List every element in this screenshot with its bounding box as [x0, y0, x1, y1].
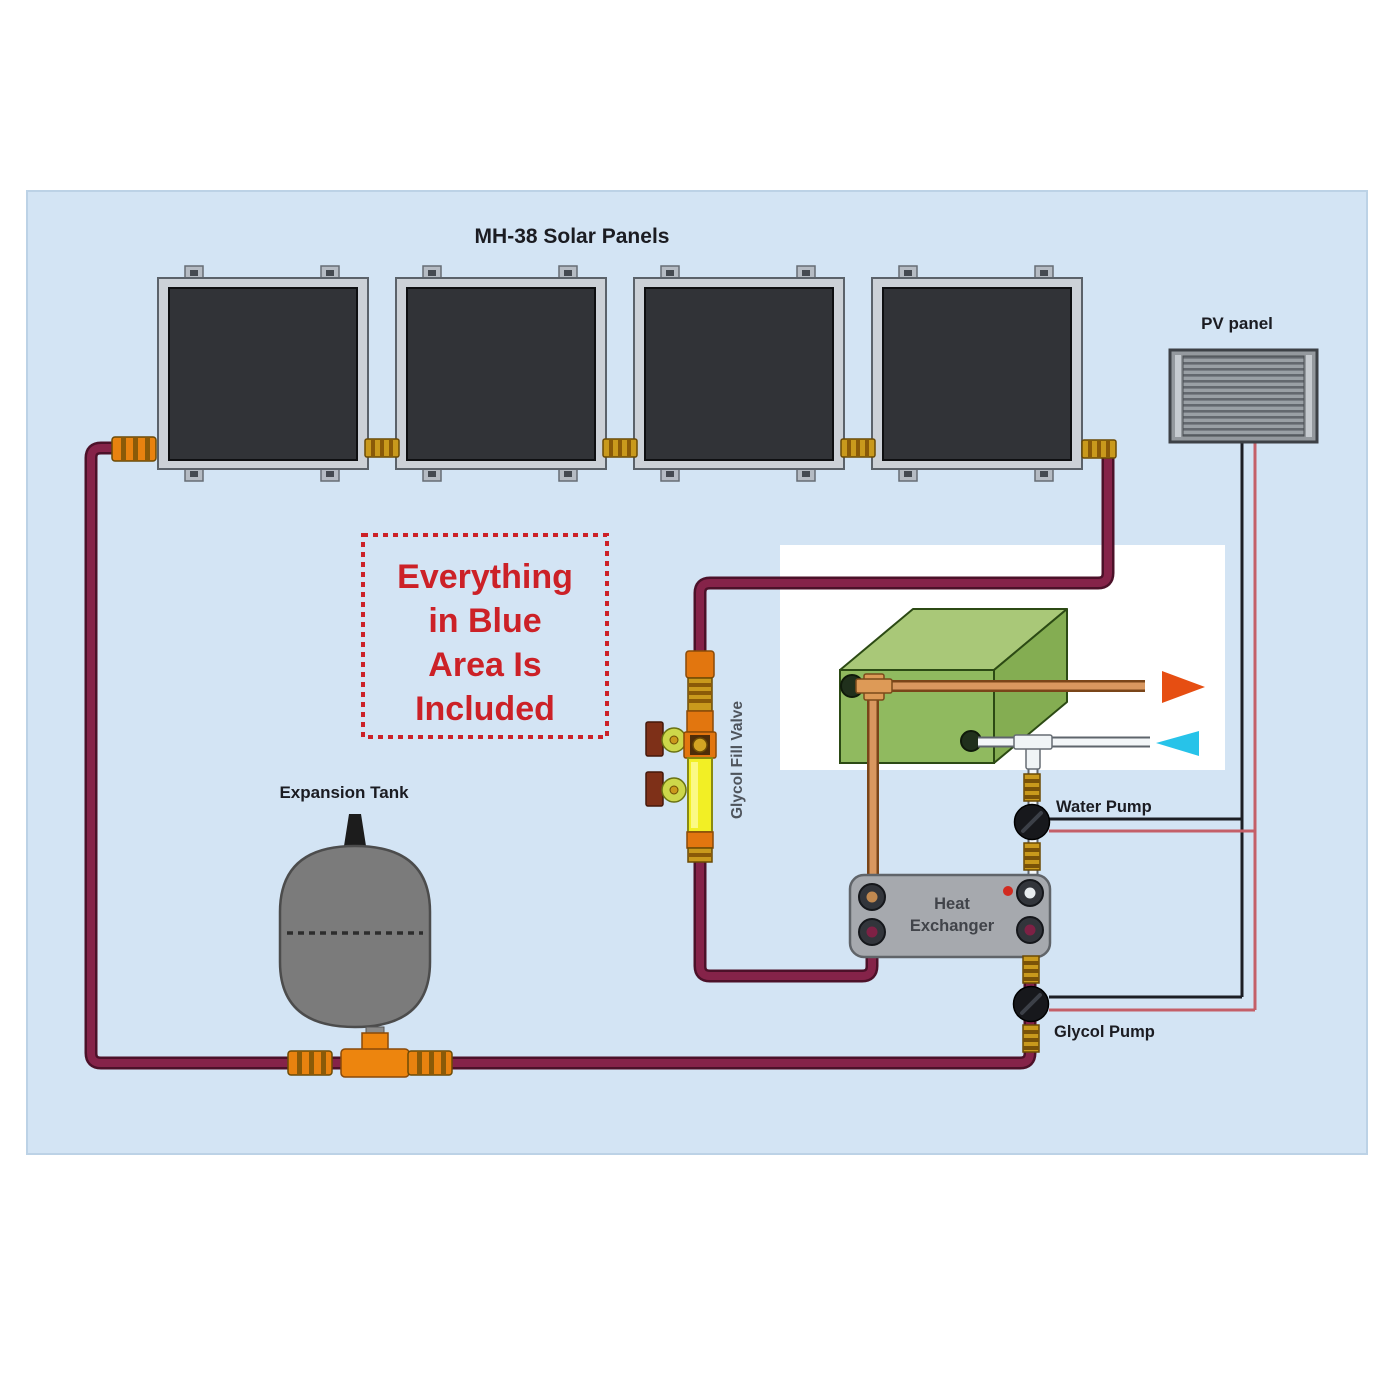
note-line-1: Everything	[397, 558, 573, 596]
panel-connector-2	[602, 438, 638, 458]
status-led	[1003, 886, 1013, 896]
heat-exchanger-label-line1: Heat	[934, 895, 970, 913]
white-tee-fitting	[1013, 734, 1053, 770]
panel-inlet-connector	[111, 436, 157, 462]
pv-wire-red	[1049, 440, 1257, 1012]
solar-panel-3	[633, 265, 845, 482]
valve-handle-lower	[645, 771, 664, 807]
solar-panel-4	[871, 265, 1083, 482]
diagram-title: MH-38 Solar Panels	[475, 225, 670, 248]
cold-water-arrow-icon	[1156, 731, 1199, 756]
panel-connector-1	[364, 438, 400, 458]
note-dashed-border	[361, 533, 609, 739]
glycol-fill-valve-label: Glycol Fill Valve	[729, 701, 746, 819]
solar-panel-2	[395, 265, 607, 482]
note-line-4: Included	[415, 690, 555, 728]
expansion-tank	[278, 814, 453, 1078]
hot-water-arrow-icon	[1162, 671, 1205, 703]
note-line-3: Area Is	[428, 646, 541, 684]
glycol-pump-label: Glycol Pump	[1054, 1023, 1155, 1041]
pv-panel-label: PV panel	[1201, 314, 1273, 333]
note-line-2: in Blue	[428, 602, 541, 640]
pv-wire-black	[1049, 440, 1244, 999]
heat-exchanger-label-line2: Exchanger	[910, 917, 995, 935]
expansion-tank-label: Expansion Tank	[279, 783, 409, 802]
panel-outlet-connector	[1081, 439, 1117, 459]
copper-tee-fitting	[855, 673, 893, 701]
heat-exchanger: Heat Exchanger	[848, 873, 1052, 959]
water-pump-label: Water Pump	[1056, 798, 1152, 816]
solar-panel-1	[157, 265, 369, 482]
hot-out-copper-pipe	[867, 680, 1145, 897]
brass-fitting-left	[287, 1050, 333, 1076]
valve-handle-upper	[645, 721, 664, 757]
glycol-fill-valve	[645, 650, 717, 863]
pv-panel	[1168, 348, 1319, 444]
panel-connector-3	[840, 438, 876, 458]
brass-fitting-right	[407, 1050, 453, 1076]
glycol-return-pipe	[84, 441, 1037, 1070]
included-note-box: Everything in Blue Area Is Included	[361, 533, 609, 739]
